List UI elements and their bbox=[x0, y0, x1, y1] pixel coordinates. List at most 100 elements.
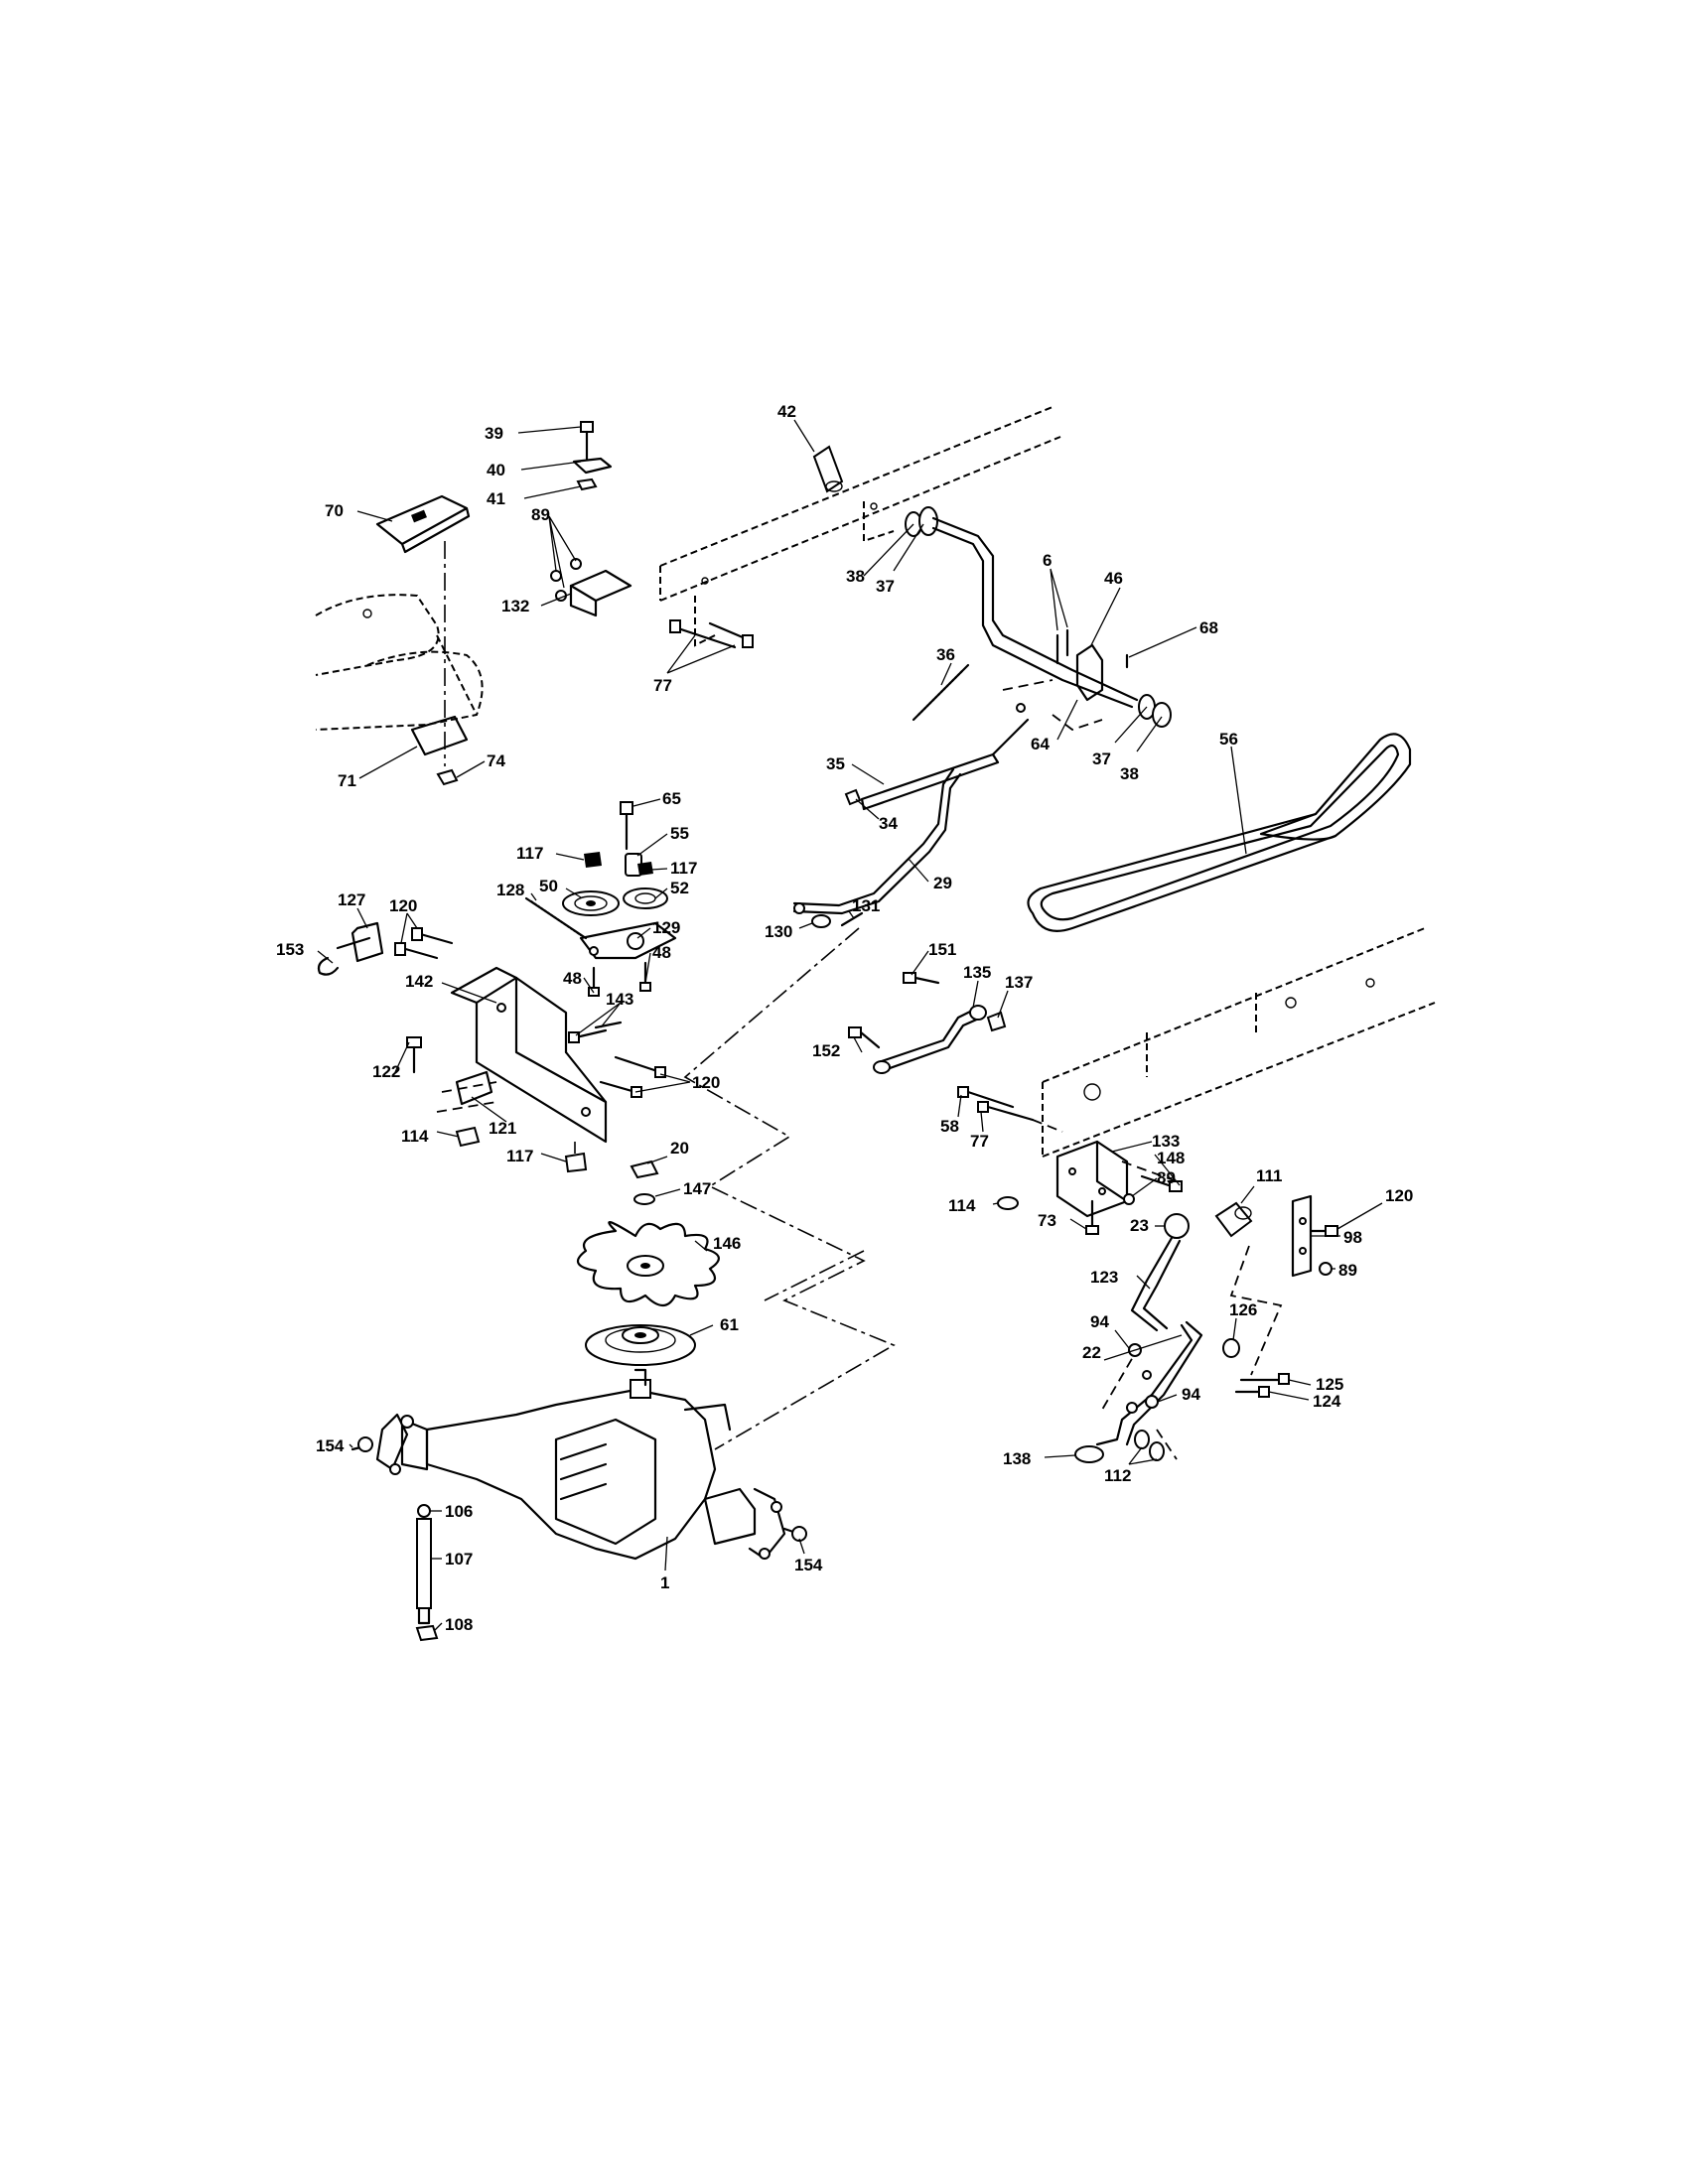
fan-146 bbox=[576, 1221, 720, 1307]
callout-56: 56 bbox=[1219, 730, 1238, 749]
callout-23: 23 bbox=[1130, 1216, 1149, 1235]
bolts-125-124 bbox=[1234, 1373, 1290, 1398]
callout-135: 135 bbox=[963, 963, 991, 982]
callout-123: 123 bbox=[1090, 1268, 1118, 1287]
frame-rail-upper bbox=[659, 406, 1061, 647]
bolt-stack-39-41 bbox=[572, 421, 613, 491]
knob-23 bbox=[1164, 1213, 1190, 1239]
callout-117a: 117 bbox=[516, 844, 543, 863]
callout-111: 111 bbox=[1256, 1166, 1283, 1185]
callout-41: 41 bbox=[487, 489, 505, 508]
frame-rail-lower bbox=[1042, 927, 1436, 1158]
nut-117b bbox=[637, 862, 653, 876]
washer-130 bbox=[811, 914, 831, 928]
callout-126: 126 bbox=[1229, 1300, 1257, 1319]
callout-65: 65 bbox=[662, 789, 681, 808]
callout-71: 71 bbox=[338, 771, 356, 790]
callout-137: 137 bbox=[1005, 973, 1033, 992]
callout-107: 107 bbox=[445, 1550, 473, 1569]
pulley-52 bbox=[623, 887, 668, 909]
callout-38: 38 bbox=[846, 567, 865, 586]
callout-48b: 48 bbox=[563, 969, 582, 988]
callout-146: 146 bbox=[713, 1234, 741, 1253]
nut-89c bbox=[1319, 1262, 1333, 1276]
bolts-143 bbox=[568, 1021, 623, 1043]
callout-38b: 38 bbox=[1120, 764, 1139, 783]
pulley-50 bbox=[562, 890, 620, 916]
callout-142: 142 bbox=[405, 972, 433, 991]
callout-89b: 89 bbox=[1157, 1168, 1176, 1187]
nut-137 bbox=[986, 1011, 1007, 1032]
link-127 bbox=[317, 921, 384, 976]
callout-36: 36 bbox=[936, 645, 955, 664]
callout-154b: 154 bbox=[794, 1556, 823, 1574]
leader-lines bbox=[317, 419, 1383, 1631]
bolt-152 bbox=[848, 1026, 881, 1049]
callout-29: 29 bbox=[933, 874, 952, 892]
clip-121 bbox=[436, 1070, 497, 1113]
callout-151: 151 bbox=[928, 940, 956, 959]
bracket-142 bbox=[450, 966, 608, 1144]
bushing-111 bbox=[1214, 1201, 1253, 1238]
callout-39: 39 bbox=[485, 424, 503, 443]
callout-22: 22 bbox=[1082, 1343, 1101, 1362]
callout-58: 58 bbox=[940, 1117, 959, 1136]
callout-152: 152 bbox=[812, 1041, 840, 1060]
rod-107 bbox=[415, 1504, 439, 1642]
nut-114b bbox=[997, 1196, 1019, 1210]
callout-125: 125 bbox=[1316, 1375, 1343, 1394]
callout-112: 112 bbox=[1104, 1466, 1131, 1485]
callout-128: 128 bbox=[496, 881, 524, 899]
washer-112a bbox=[1134, 1430, 1150, 1449]
lever-123 bbox=[1130, 1236, 1182, 1332]
washer-126 bbox=[1222, 1338, 1240, 1358]
callout-133: 133 bbox=[1152, 1132, 1180, 1151]
plate-71 bbox=[410, 715, 469, 756]
callout-70: 70 bbox=[325, 501, 344, 520]
callout-129: 129 bbox=[652, 918, 680, 937]
clip-34 bbox=[844, 788, 862, 806]
callout-117c: 117 bbox=[506, 1147, 533, 1165]
callout-68: 68 bbox=[1199, 618, 1218, 637]
callout-77b: 77 bbox=[970, 1132, 989, 1151]
callout-94a: 94 bbox=[1090, 1312, 1109, 1331]
bushing-42 bbox=[812, 445, 844, 493]
callout-40: 40 bbox=[487, 461, 505, 479]
callout-50: 50 bbox=[539, 877, 558, 895]
nut-117a bbox=[584, 852, 602, 868]
bolts-77-upper bbox=[669, 619, 754, 649]
hidden-line-133 bbox=[1032, 1119, 1178, 1182]
callout-138: 138 bbox=[1003, 1449, 1031, 1468]
callout-48a: 48 bbox=[652, 943, 671, 962]
hidden-line-64 bbox=[1002, 679, 1103, 732]
callout-77: 77 bbox=[653, 676, 672, 695]
nut-20 bbox=[630, 1160, 659, 1179]
callout-89: 89 bbox=[531, 505, 550, 524]
bracket-46 bbox=[1055, 628, 1104, 702]
bolt-65 bbox=[620, 801, 633, 851]
callout-94b: 94 bbox=[1182, 1385, 1200, 1404]
callout-89c: 89 bbox=[1338, 1261, 1357, 1280]
bolts-120-middle bbox=[599, 1055, 666, 1098]
callout-74: 74 bbox=[487, 751, 505, 770]
callout-42: 42 bbox=[777, 402, 796, 421]
rod-29 bbox=[792, 767, 955, 907]
callout-37: 37 bbox=[876, 577, 895, 596]
callout-122: 122 bbox=[372, 1062, 400, 1081]
callout-132: 132 bbox=[501, 597, 529, 615]
callout-61: 61 bbox=[720, 1315, 739, 1334]
callout-153: 153 bbox=[276, 940, 304, 959]
bracket-22 bbox=[1095, 1320, 1203, 1446]
callout-35: 35 bbox=[826, 754, 845, 773]
callout-52: 52 bbox=[670, 879, 689, 897]
nut-94b bbox=[1145, 1395, 1159, 1409]
washer-138 bbox=[1074, 1445, 1104, 1463]
plate-70 bbox=[375, 494, 471, 554]
callout-6: 6 bbox=[1043, 551, 1052, 570]
bolts-58-77 bbox=[957, 1086, 1035, 1122]
washer-147 bbox=[633, 1193, 655, 1205]
callout-121: 121 bbox=[489, 1119, 516, 1138]
nut-74 bbox=[436, 768, 459, 786]
callout-20: 20 bbox=[670, 1139, 689, 1158]
